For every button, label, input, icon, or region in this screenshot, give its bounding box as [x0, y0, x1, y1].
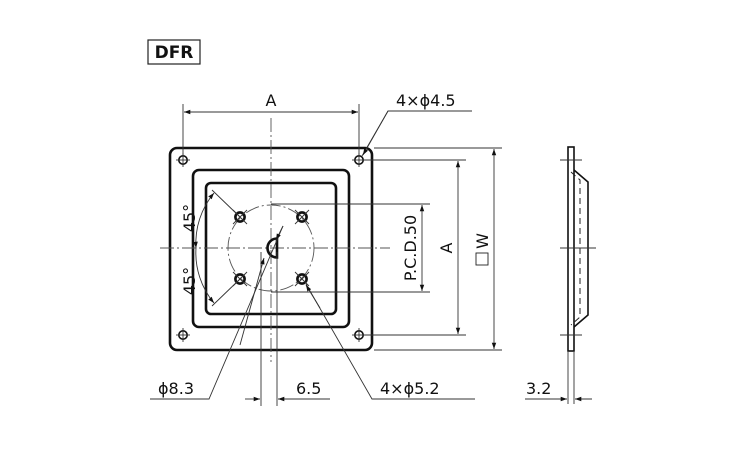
mounting-hole-top-right [352, 153, 366, 167]
angle-label-upper: 45° [180, 204, 199, 232]
front-view: 45° 45° A 4×ϕ4.5 P.C.D.50 A W 6.5 [150, 91, 502, 406]
pcd-holes-label: 4×ϕ5.2 [380, 379, 440, 398]
dim-w-label: W [473, 233, 492, 249]
angle-ref-line-upper [211, 189, 241, 218]
pcd-holes-leader-arrow [305, 284, 321, 309]
mounting-hole-bottom-left [176, 328, 190, 342]
pcd-label: P.C.D.50 [401, 215, 420, 281]
center-d-hole [266, 237, 279, 259]
center-hole-label: ϕ8.3 [158, 379, 194, 398]
angle-ref-line-lower [211, 278, 241, 307]
inner-raised-outline [204, 181, 338, 316]
mounting-hole-top-left [176, 153, 190, 167]
model-tag-text: DFR [155, 43, 194, 63]
mounting-hole-bottom-right [352, 328, 366, 342]
center-hole-leader [150, 225, 284, 400]
angle-arc-upper [193, 192, 215, 249]
pcd-circle [227, 204, 315, 292]
side-plate-outline [567, 146, 575, 352]
mounting-holes-leader [361, 110, 472, 157]
mounting-holes-leader-arrow [362, 110, 389, 156]
pcd-hole-bottom-right [294, 271, 310, 287]
side-raised-profile [573, 169, 589, 328]
model-tag-box [147, 39, 201, 65]
center-hole-leader-arrow [275, 225, 284, 241]
square-symbol-icon [475, 252, 489, 266]
side-hidden-line [570, 171, 581, 326]
pcd-holes-leader [305, 283, 475, 400]
flat-width-label: 6.5 [296, 379, 321, 398]
angle-arc-lower [195, 247, 215, 304]
thickness-label: 3.2 [526, 379, 551, 398]
dim-a-vert-label: A [437, 242, 456, 253]
center-hole-leader-lower [239, 257, 265, 346]
side-view: 3.2 [525, 146, 596, 404]
angle-label-lower: 45° [180, 267, 199, 295]
model-tag: DFR [147, 39, 201, 65]
mounting-holes-label: 4×ϕ4.5 [396, 91, 456, 110]
dim-a-label: A [266, 91, 277, 110]
pcd-hole-top-right [294, 209, 310, 225]
